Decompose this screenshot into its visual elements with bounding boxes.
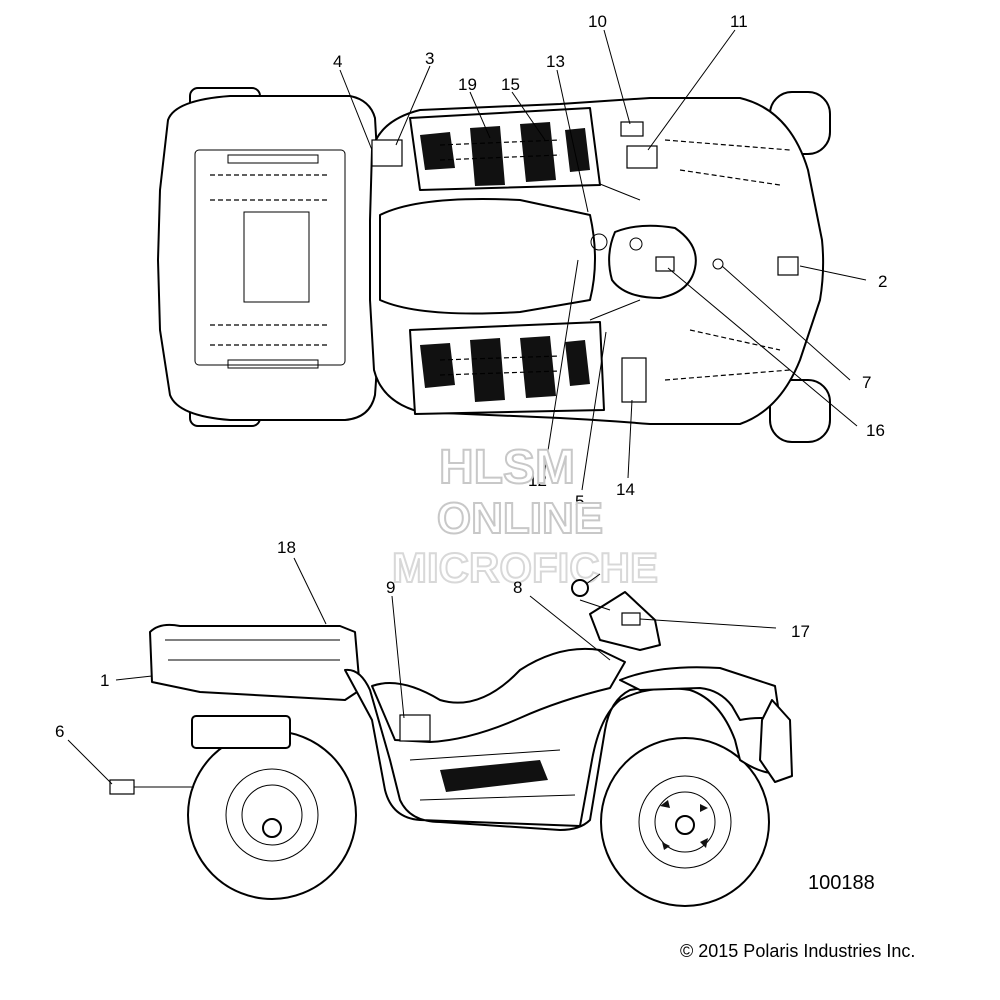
front-tire-top-right bbox=[769, 379, 831, 443]
callout-10: 10 bbox=[588, 12, 607, 31]
front-fender-details bbox=[664, 139, 791, 381]
cargo-bed bbox=[194, 149, 346, 366]
decal-9 bbox=[399, 714, 431, 742]
callout-14: 14 bbox=[616, 480, 635, 499]
exhaust-muffler bbox=[191, 715, 291, 749]
callout-19: 19 bbox=[458, 75, 477, 94]
decal-10 bbox=[620, 121, 644, 137]
footwell-tread-top bbox=[420, 122, 590, 186]
callout-7: 7 bbox=[862, 373, 871, 392]
callout-2: 2 bbox=[878, 272, 887, 291]
gauge-hole bbox=[629, 237, 643, 251]
callout-1: 1 bbox=[100, 671, 109, 690]
decal-16 bbox=[655, 256, 675, 272]
watermark: HLSM ONLINE MICROFICHE bbox=[391, 440, 659, 592]
footwell-tread-bottom bbox=[420, 336, 590, 402]
rack-rail-bottom bbox=[227, 359, 319, 369]
callout-13: 13 bbox=[546, 52, 565, 71]
decal-17 bbox=[621, 612, 641, 626]
cargo-panel bbox=[243, 211, 310, 303]
rear-rack-side bbox=[149, 623, 361, 701]
watermark-line-3: MICROFICHE bbox=[392, 544, 658, 591]
decal-6 bbox=[109, 779, 135, 795]
figure-number: 100188 bbox=[808, 872, 875, 894]
decal-7-target bbox=[712, 258, 724, 270]
callout-12: 12 bbox=[528, 471, 547, 490]
callout-5: 5 bbox=[575, 492, 584, 511]
leader-lines-side bbox=[67, 557, 777, 788]
rack-rail-top bbox=[227, 154, 319, 164]
callout-8: 8 bbox=[513, 578, 522, 597]
decal-11 bbox=[626, 145, 658, 169]
copyright-notice: © 2015 Polaris Industries Inc. bbox=[680, 941, 915, 961]
cargo-ribs bbox=[210, 174, 330, 346]
watermark-line-1: HLSM bbox=[439, 441, 575, 494]
rear-hub bbox=[262, 818, 282, 838]
callout-15: 15 bbox=[501, 75, 520, 94]
callout-9: 9 bbox=[386, 578, 395, 597]
rear-rim bbox=[225, 768, 319, 862]
decal-2 bbox=[777, 256, 799, 276]
console-top bbox=[608, 224, 697, 299]
atv-top-view bbox=[157, 87, 831, 443]
front-hub-outer bbox=[654, 791, 716, 853]
callouts-side: 18 9 8 17 1 6 bbox=[55, 538, 810, 741]
watermark-line-2: ONLINE bbox=[437, 494, 603, 543]
seat-side bbox=[371, 647, 626, 743]
callout-3: 3 bbox=[425, 49, 434, 68]
rear-wheel bbox=[187, 730, 357, 900]
rear-cargo-box bbox=[157, 95, 380, 421]
callout-6: 6 bbox=[55, 722, 64, 741]
seat-top bbox=[379, 198, 596, 315]
callout-16: 16 bbox=[866, 421, 885, 440]
body-lines-side bbox=[409, 749, 576, 801]
front-hub bbox=[675, 815, 695, 835]
front-bumper bbox=[759, 699, 793, 783]
callouts-top: 4 3 19 15 13 10 11 2 7 16 14 12 5 bbox=[333, 12, 887, 511]
footrest-side bbox=[440, 760, 548, 792]
rack-slats bbox=[165, 639, 340, 661]
front-rim bbox=[638, 775, 732, 869]
callout-17: 17 bbox=[791, 622, 810, 641]
footwell-ribs bbox=[439, 139, 561, 376]
atv-side-view bbox=[109, 573, 793, 907]
front-rim-bolts bbox=[660, 800, 708, 850]
callout-18: 18 bbox=[277, 538, 296, 557]
decal-14 bbox=[621, 357, 647, 403]
callout-11: 11 bbox=[730, 12, 748, 31]
callout-4: 4 bbox=[333, 52, 342, 71]
hand-grip bbox=[571, 579, 589, 597]
rear-hub-outer bbox=[241, 784, 303, 846]
fuel-cap bbox=[590, 233, 608, 251]
leader-lines-top bbox=[339, 29, 867, 491]
decal-3 bbox=[371, 139, 403, 167]
